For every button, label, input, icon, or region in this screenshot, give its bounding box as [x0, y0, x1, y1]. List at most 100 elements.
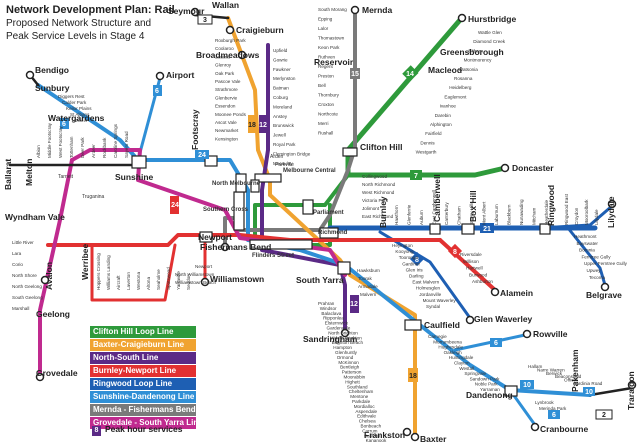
line-lilydale: [538, 204, 614, 230]
station-camberwell-marker[interactable]: [429, 223, 441, 235]
peak-note: 8 Peak hour services: [92, 424, 183, 436]
station-label: Jordanville: [419, 292, 441, 297]
terminus-grovedale[interactable]: [35, 372, 45, 382]
legend-burnley-newport: Burnley-Newport Line: [90, 365, 196, 377]
station-label: Alphington: [430, 122, 452, 127]
station-caulfield-marker[interactable]: [404, 319, 422, 331]
label-footscray: Footscray: [190, 109, 200, 150]
terminus-dots: [25, 5, 637, 442]
terminus-sandringham[interactable]: [340, 328, 350, 338]
legend-north-south: North-South Line: [90, 352, 196, 364]
terminus-traralgon[interactable]: [627, 380, 637, 390]
terminus-fishermans-bend[interactable]: [220, 242, 230, 252]
station-label: Fawkner: [273, 67, 291, 72]
terminus-hurstbridge[interactable]: [457, 13, 467, 23]
station-label: Rushall: [318, 131, 333, 136]
station-label: Mordialloc: [354, 404, 376, 409]
legend-grovedale-south-yarra: Grovedale - South Yarra Line: [90, 417, 196, 429]
station-footscray-marker[interactable]: [204, 155, 218, 167]
station-label: Coburg: [273, 95, 289, 100]
terminus-broadmeadows[interactable]: [237, 50, 247, 60]
station-label: Cheltenham: [349, 389, 374, 394]
station-label: Seaford: [364, 433, 381, 438]
line-pakenham: [418, 323, 592, 397]
badge-rowville: 6: [490, 338, 502, 347]
label-williamstown: Williamstown: [210, 274, 264, 284]
station-south-yarra-marker[interactable]: [337, 261, 351, 275]
station-label: Coolaroo: [215, 46, 234, 51]
terminus-cranbourne[interactable]: [530, 422, 540, 432]
terminus-doncaster[interactable]: [500, 163, 510, 173]
station-label: Bell: [318, 83, 326, 88]
station-label: North Shore: [12, 273, 37, 278]
station-label: Holmesglen: [416, 286, 441, 291]
station-parliament-marker[interactable]: [302, 199, 314, 215]
label-avalon: Avalon: [44, 262, 54, 290]
label-arden: Arden: [270, 154, 284, 160]
station-label: Heidelberg: [449, 85, 472, 90]
peak-label: Peak hour services: [105, 424, 183, 434]
station-label: Batman: [273, 86, 289, 91]
label-melbourne-central: Melbourne Central: [283, 168, 336, 174]
station-clifton-hill-marker[interactable]: [342, 147, 358, 157]
terminus-belgrave[interactable]: [600, 282, 610, 292]
terminus-alamein[interactable]: [490, 287, 500, 297]
terminus-seymour[interactable]: [190, 7, 200, 17]
station-label: Anstey: [273, 114, 288, 119]
terminus-craigieburn[interactable]: [225, 25, 235, 35]
terminus-glen-waverley[interactable]: [465, 315, 475, 325]
station-label: Hawthorn: [394, 205, 399, 225]
station-newport-marker[interactable]: [199, 231, 213, 243]
station-sunshine-marker[interactable]: [131, 155, 147, 169]
station-ringwood-marker[interactable]: [539, 223, 551, 235]
station-label: Westgarth: [416, 150, 437, 155]
station-label: Bayswater: [577, 241, 599, 246]
station-label: Heathmont: [574, 234, 597, 239]
station-box-hill-marker[interactable]: [461, 223, 475, 235]
station-label: Toorak: [358, 276, 372, 281]
station-melbourne-central-marker[interactable]: [254, 173, 282, 183]
station-label: Newport: [195, 264, 213, 269]
station-label: North Williamstown: [175, 272, 215, 277]
station-label: West Footscray: [58, 125, 63, 158]
station-dandenong-marker[interactable]: [504, 385, 518, 397]
station-label: Syndal: [426, 304, 440, 309]
station-label: Middle Footscray: [47, 122, 52, 158]
terminus-frankston[interactable]: [402, 427, 412, 437]
terminus-baxter[interactable]: [410, 432, 420, 442]
label-pakenham: Pakenham: [570, 349, 580, 392]
station-flagstaff-marker[interactable]: [250, 179, 260, 193]
station-label: Ruthven: [318, 55, 336, 60]
station-label: Auburn: [419, 210, 424, 225]
label-sunshine: Sunshine: [115, 172, 154, 182]
station-label: Thornbury: [318, 93, 340, 98]
station-label: Highett: [345, 379, 360, 384]
terminus-rowville[interactable]: [522, 329, 532, 339]
terminus-bendigo[interactable]: [25, 70, 35, 80]
svg-text:24: 24: [198, 152, 206, 159]
station-richmond-marker[interactable]: [319, 227, 339, 239]
station-label: Tooronga: [399, 255, 419, 260]
peak-badge: 8: [92, 426, 101, 436]
badge-mernda: 15: [350, 68, 360, 79]
line-belgrave: [566, 226, 607, 287]
station-label: Thomastown: [318, 36, 345, 41]
station-north-melbourne-marker[interactable]: [235, 173, 247, 193]
terminus-williamstown[interactable]: [200, 277, 210, 287]
svg-text:18: 18: [248, 122, 256, 129]
station-label: Hoppers Crossing: [96, 253, 101, 290]
station-label: Pascoe Vale: [215, 79, 241, 84]
terminus-airport[interactable]: [155, 71, 165, 81]
station-label: Ripponlea: [323, 316, 344, 321]
station-label: Ferntree Gully: [582, 254, 612, 259]
station-label: Ardeer: [91, 144, 96, 158]
station-label: North Richmond: [362, 182, 396, 187]
station-label: Jacana: [215, 54, 230, 59]
station-flinders-street-marker[interactable]: [249, 239, 313, 250]
terminus-mernda[interactable]: [350, 5, 360, 15]
line-clifton-loop: [253, 173, 350, 247]
badge-craigieburn: 18: [248, 115, 257, 133]
terminus-avalon[interactable]: [40, 275, 50, 285]
label-wallan: Wallan: [212, 0, 239, 10]
terminus-lilydale[interactable]: [607, 199, 617, 209]
